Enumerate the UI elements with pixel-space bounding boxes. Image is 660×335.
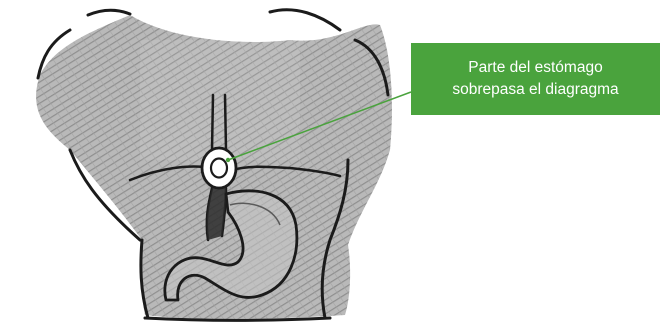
- callout-text-line-1: Parte del estómago: [452, 57, 618, 79]
- callout-text-line-2: sobrepasa el diagragma: [452, 79, 618, 101]
- neck-right-line: [270, 10, 340, 30]
- callout-label: Parte del estómago sobrepasa el diagragm…: [411, 43, 660, 115]
- hernia-bulge: [202, 148, 236, 188]
- callout-leader-dot: [226, 158, 230, 162]
- neck-left-line: [88, 10, 130, 15]
